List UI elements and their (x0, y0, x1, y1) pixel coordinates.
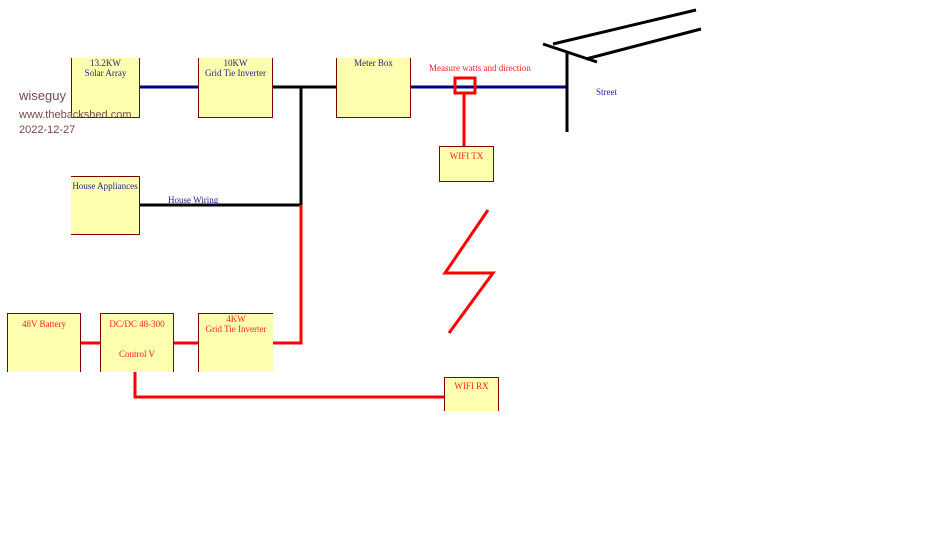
wifi-rx-box: WIFI RX (444, 377, 499, 411)
control-wire (133, 371, 444, 399)
box-label: 4KW (226, 314, 246, 324)
battery-box: 48V Battery (7, 313, 81, 372)
street-wire-1 (552, 8, 697, 46)
street-crossarm (542, 42, 598, 64)
control-v-label: Control V (118, 349, 156, 359)
box-label: Meter Box (354, 58, 393, 68)
house-appliances-box: House Appliances (71, 176, 140, 235)
wifi-tx-box: WIFI TX (439, 146, 494, 182)
wireless-link-icon (442, 209, 496, 334)
solar-array-box: 13.2KW Solar Array (71, 58, 140, 118)
measure-label: Measure watts and direction (429, 63, 531, 73)
meter-box: Meter Box (336, 58, 411, 118)
box-label: 10KW (223, 58, 248, 68)
author-site: www.thebackshed.com (19, 109, 132, 121)
box-label: WIFI TX (449, 151, 484, 161)
box-label: Solar Array (84, 68, 127, 78)
street-label: Street (596, 87, 617, 97)
street-wire-2 (585, 27, 702, 61)
box-label: Grid Tie Inverter (205, 68, 266, 78)
battery-inverter-feed (272, 205, 303, 345)
house-wiring-label: House Wiring (168, 195, 219, 205)
box-label: 13.2KW (90, 58, 121, 68)
inverter-4kw-box: 4KW Grid Tie Inverter (198, 313, 273, 372)
inverter-10kw-box: 10KW Grid Tie Inverter (198, 58, 273, 118)
author-name: wiseguy (19, 88, 66, 103)
box-label: 48V Battery (21, 319, 67, 329)
current-sensor (453, 76, 477, 95)
box-label: DC/DC 48-300 (109, 319, 165, 329)
box-label: WIFI RX (454, 381, 489, 391)
box-label: Grid Tie Inverter (205, 324, 267, 334)
author-date: 2022-12-27 (19, 124, 76, 136)
dcdc-converter-box: DC/DC 48-300 Control V (100, 313, 174, 372)
box-label: House Appliances (72, 181, 138, 191)
